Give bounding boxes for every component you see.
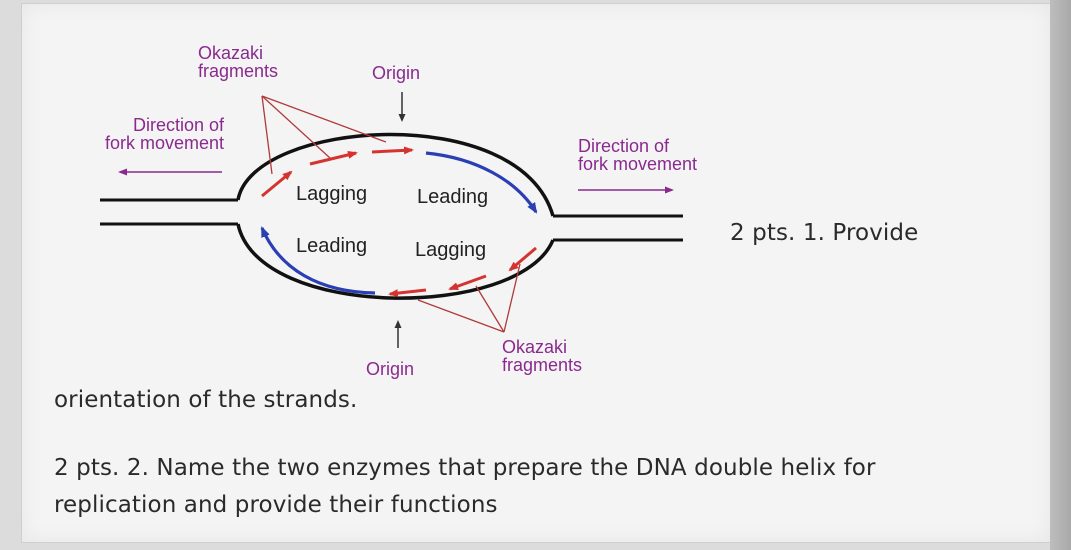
lagging-bottom-label: Lagging — [415, 239, 487, 261]
okazaki-fragment-bottom-3 — [508, 246, 537, 272]
okazaki-bottom-pointer-3 — [503, 263, 521, 333]
okazaki-top-label: Okazaki fragments — [198, 43, 279, 81]
okazaki-fragment-bottom-2 — [448, 274, 487, 291]
okazaki-top-pointer-1 — [261, 95, 273, 175]
okazaki-fragment-top-1 — [261, 170, 293, 198]
leading-strand-bottom — [260, 226, 376, 295]
screen-page — [22, 4, 1050, 542]
question-1-continuation: orientation of the strands. — [54, 387, 358, 413]
lagging-top-label: Lagging — [296, 183, 368, 205]
origin-bottom-label: Origin — [366, 359, 415, 379]
bubble-top-strand — [236, 132, 555, 217]
okazaki-bottom-pointer-1 — [417, 299, 505, 333]
okazaki-fragment-bottom-1 — [388, 288, 427, 298]
leading-strand-top — [425, 151, 538, 214]
okazaki-fragment-top-2 — [309, 150, 358, 166]
monitor-edge — [1050, 0, 1071, 550]
leading-top-label: Leading — [417, 186, 489, 208]
okazaki-bottom-pointer-2 — [475, 285, 505, 333]
okazaki-top-pointer-3 — [261, 95, 387, 143]
okazaki-top-pointer-2 — [261, 95, 331, 159]
question-1-prefix: 2 pts. 1. Provide — [730, 220, 919, 246]
okazaki-bottom-label: Okazaki fragments — [502, 337, 583, 375]
leading-bottom-label: Leading — [296, 235, 368, 257]
direction-left-label: Direction of fork movement — [104, 115, 224, 153]
question-2-line-2: replication and provide their functions — [54, 492, 498, 518]
direction-right-label: Direction of fork movement — [578, 136, 698, 174]
question-2-line-1: 2 pts. 2. Name the two enzymes that prep… — [54, 455, 876, 481]
origin-top-label: Origin — [372, 63, 421, 83]
okazaki-fragment-top-3 — [371, 146, 414, 155]
bubble-bottom-strand — [236, 223, 555, 300]
